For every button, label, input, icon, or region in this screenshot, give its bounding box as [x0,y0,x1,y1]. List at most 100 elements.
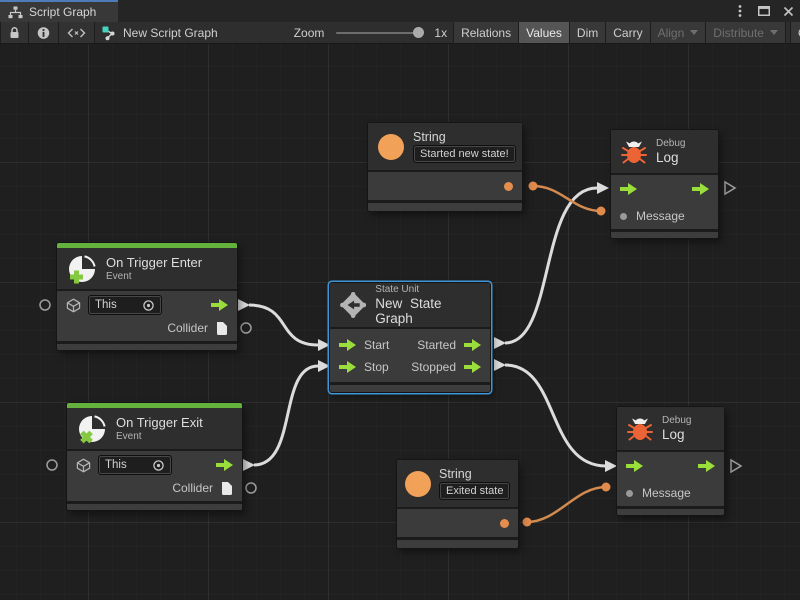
flow-input-port[interactable] [626,460,643,472]
toggle-carry[interactable]: Carry [605,22,650,43]
window-controls [732,0,796,22]
graph-canvas[interactable]: String Started new state! [0,44,800,600]
wire-enter-to-start [248,303,319,347]
flow-input-port-stop[interactable] [339,361,356,373]
node-title: String [413,130,446,144]
node-state-unit[interactable]: State Unit New State Graph Start Started… [330,283,490,392]
string-output-port[interactable] [504,181,513,191]
node-footer [617,506,724,515]
zoom-slider[interactable] [336,27,425,38]
zoom-slider-track[interactable] [336,27,425,38]
this-target-dropdown[interactable]: This [98,455,172,475]
flow-input-port-start[interactable] [339,339,356,351]
wire-exit-to-stop [253,364,319,467]
align-dropdown[interactable]: Align [649,22,706,43]
info-icon [37,26,50,39]
wire-value-endpoint [522,517,532,527]
wire-arrowhead [318,339,330,351]
port-label: Stopped [411,360,456,374]
node-category: Event [106,271,132,282]
graph-name: New Script Graph [123,25,218,40]
target-icon[interactable] [142,299,155,312]
node-debug-log-bottom[interactable]: Debug Log Message [617,407,724,515]
wire-arrowhead [238,299,250,311]
node-on-trigger-exit[interactable]: On Trigger Exit Event This [67,403,242,510]
hierarchy-icon [8,6,23,18]
string-output-port[interactable] [500,518,509,528]
distribute-dropdown[interactable]: Distribute [705,22,785,43]
wire-string-to-message-bottom [526,485,607,524]
flow-input-port[interactable] [620,183,637,195]
toggle-relations[interactable]: Relations [453,22,519,43]
unconnected-port-circle [240,322,252,334]
node-category: Debug [656,138,686,149]
node-debug-log-top[interactable]: Debug Log Message [611,130,718,238]
bug-icon [627,418,653,440]
string-value-input[interactable]: Exited state [439,482,511,500]
node-title: New State Graph [375,296,442,326]
message-input-port[interactable] [626,489,633,497]
wire-arrowhead [605,460,617,472]
flow-output-port[interactable] [216,459,233,471]
zoom-value: 1x [434,25,448,40]
wire-arrowhead [243,459,255,471]
toggle-dim[interactable]: Dim [568,22,606,43]
dropdown-caret-icon [769,30,778,35]
info-button[interactable] [29,22,59,43]
node-category: State Unit [375,284,420,295]
node-title: String [439,467,472,481]
cube-icon [76,458,91,472]
flow-output-port[interactable] [692,183,709,195]
port-label: Start [364,338,390,352]
wire-arrowhead [318,360,330,372]
toggle-values[interactable]: Values [518,22,569,43]
port-label: Started [417,338,456,352]
flow-output-port-stopped[interactable] [464,361,481,373]
port-label: Collider [172,481,213,495]
tab-strip: Script Graph [0,0,800,22]
target-icon[interactable] [152,459,165,472]
current-graph-label[interactable]: New Script Graph [95,22,224,43]
unconnected-port-triangle [730,458,743,474]
code-view-button[interactable] [59,22,95,43]
node-title: On Trigger Exit [116,415,203,430]
node-footer [397,537,518,548]
lock-button[interactable] [1,22,29,43]
flow-output-port[interactable] [211,299,228,311]
wire-arrowhead [494,359,506,371]
unconnected-port-triangle [724,180,737,196]
flow-output-port-started[interactable] [464,339,481,351]
close-icon[interactable] [780,3,796,19]
this-target-dropdown[interactable]: This [88,295,162,315]
lock-icon [10,27,19,38]
node-string-started[interactable]: String Started new state! [368,123,522,211]
unconnected-port-circle [46,459,58,471]
port-label: Stop [364,360,389,374]
overview-button[interactable]: Overview [789,22,800,43]
string-orb-icon [378,133,404,160]
kebab-menu-icon[interactable] [732,3,748,19]
node-on-trigger-enter[interactable]: On Trigger Enter Event This [57,243,237,350]
event-enter-icon [69,254,96,283]
tab-label: Script Graph [29,5,97,19]
wires-layer [39,180,743,527]
zoom-slider-handle[interactable] [413,27,425,38]
string-value-input[interactable]: Started new state! [413,145,516,163]
maximize-icon[interactable] [756,3,772,19]
node-string-exited[interactable]: String Exited state [397,460,518,548]
wire-arrowhead [597,182,609,194]
wire-value-endpoint [601,482,611,492]
message-input-port[interactable] [620,212,627,220]
wire-started-to-log [504,186,598,345]
wire-value-endpoint [596,206,606,216]
wire-stopped-to-log [504,363,607,468]
node-title: Log [662,427,685,442]
port-label: Message [636,209,685,223]
flow-output-port[interactable] [698,460,715,472]
cube-icon [66,298,81,312]
zoom-label: Zoom [293,25,325,40]
tab-script-graph[interactable]: Script Graph [0,0,118,22]
wire-value-endpoint [528,181,538,191]
this-value: This [95,299,117,311]
